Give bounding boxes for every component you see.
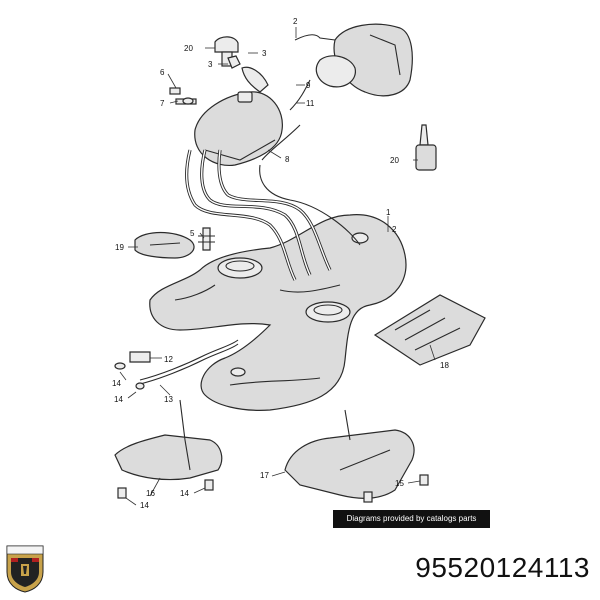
callout-15: 16 [146,489,155,498]
callout-1: 1 [386,208,391,217]
callout-14-d: 15 [395,479,404,488]
callout-19: 20 [184,44,193,53]
shield-15 [114,399,223,499]
callout-labels: 1 2 2 3 3 5 6 7 8 9 11 12 13 14 14 14 14… [112,17,449,510]
fuel-tank [149,214,407,411]
callout-17: 18 [440,361,449,370]
heat-shield-17 [373,294,486,366]
valve-assembly [214,36,269,93]
callout-9: 11 [306,99,315,108]
fuel-pipes [185,79,361,281]
filler-neck-housing [194,91,283,167]
shield-16 [284,409,429,503]
callout-11: 12 [164,355,173,364]
callout-8: 9 [306,81,311,90]
callout-13: 14 [112,379,121,388]
part-number: 95520124113 [415,552,590,583]
callout-14-b: 14 [180,489,189,498]
callout-2-top: 2 [293,17,298,26]
callout-14-c: 14 [140,501,149,510]
callout-16: 17 [260,471,269,480]
sealant-bottle [415,124,437,171]
callout-18: 19 [115,243,124,252]
callout-12: 13 [164,395,173,404]
callout-5: 6 [160,68,165,77]
callout-20: 20 [390,156,399,165]
clip-4 [198,227,215,251]
catalog-banner: Diagrams provided by catalogs parts [333,510,490,528]
callout-7: 8 [285,155,290,164]
porsche-logo-icon [6,545,44,593]
leader-lines [119,27,436,506]
callout-14-a: 14 [114,395,123,404]
callout-3-a: 3 [262,49,267,58]
callout-2: 2 [392,225,397,234]
callout-3-b: 3 [208,60,213,69]
strap-12 [114,339,239,390]
callout-4: 5 [190,229,195,238]
bolt-5-6 [169,87,197,105]
bracket-18 [134,231,195,259]
canister [294,23,413,97]
callout-6: 7 [160,99,165,108]
